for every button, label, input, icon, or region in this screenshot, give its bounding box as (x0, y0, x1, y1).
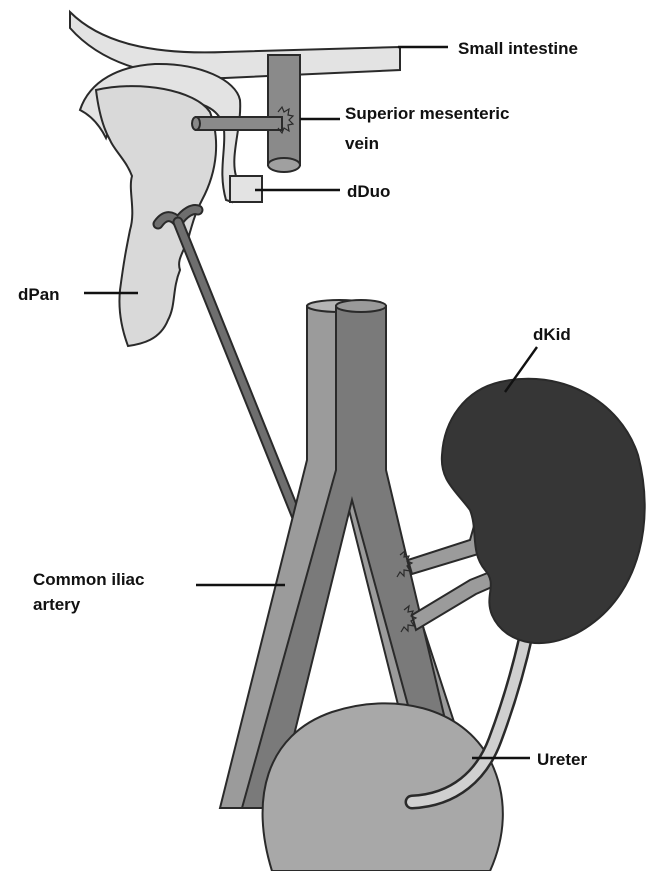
label-small-intestine: Small intestine (458, 39, 578, 58)
superior-mesenteric-vein (268, 55, 300, 172)
label-common-iliac-artery-line1: Common iliac (33, 570, 144, 589)
label-dduo: dDuo (347, 182, 390, 201)
label-ureter: Ureter (537, 750, 587, 769)
donor-kidney (442, 379, 645, 643)
arterial-y-graft (158, 210, 317, 555)
label-dpan: dPan (18, 285, 60, 304)
label-dkid: dKid (533, 325, 571, 344)
label-superior-mesenteric-vein-line1: Superior mesenteric (345, 104, 509, 123)
label-superior-mesenteric-vein-line2: vein (345, 134, 379, 153)
label-common-iliac-artery-line2: artery (33, 595, 81, 614)
small-intestine (70, 12, 400, 78)
